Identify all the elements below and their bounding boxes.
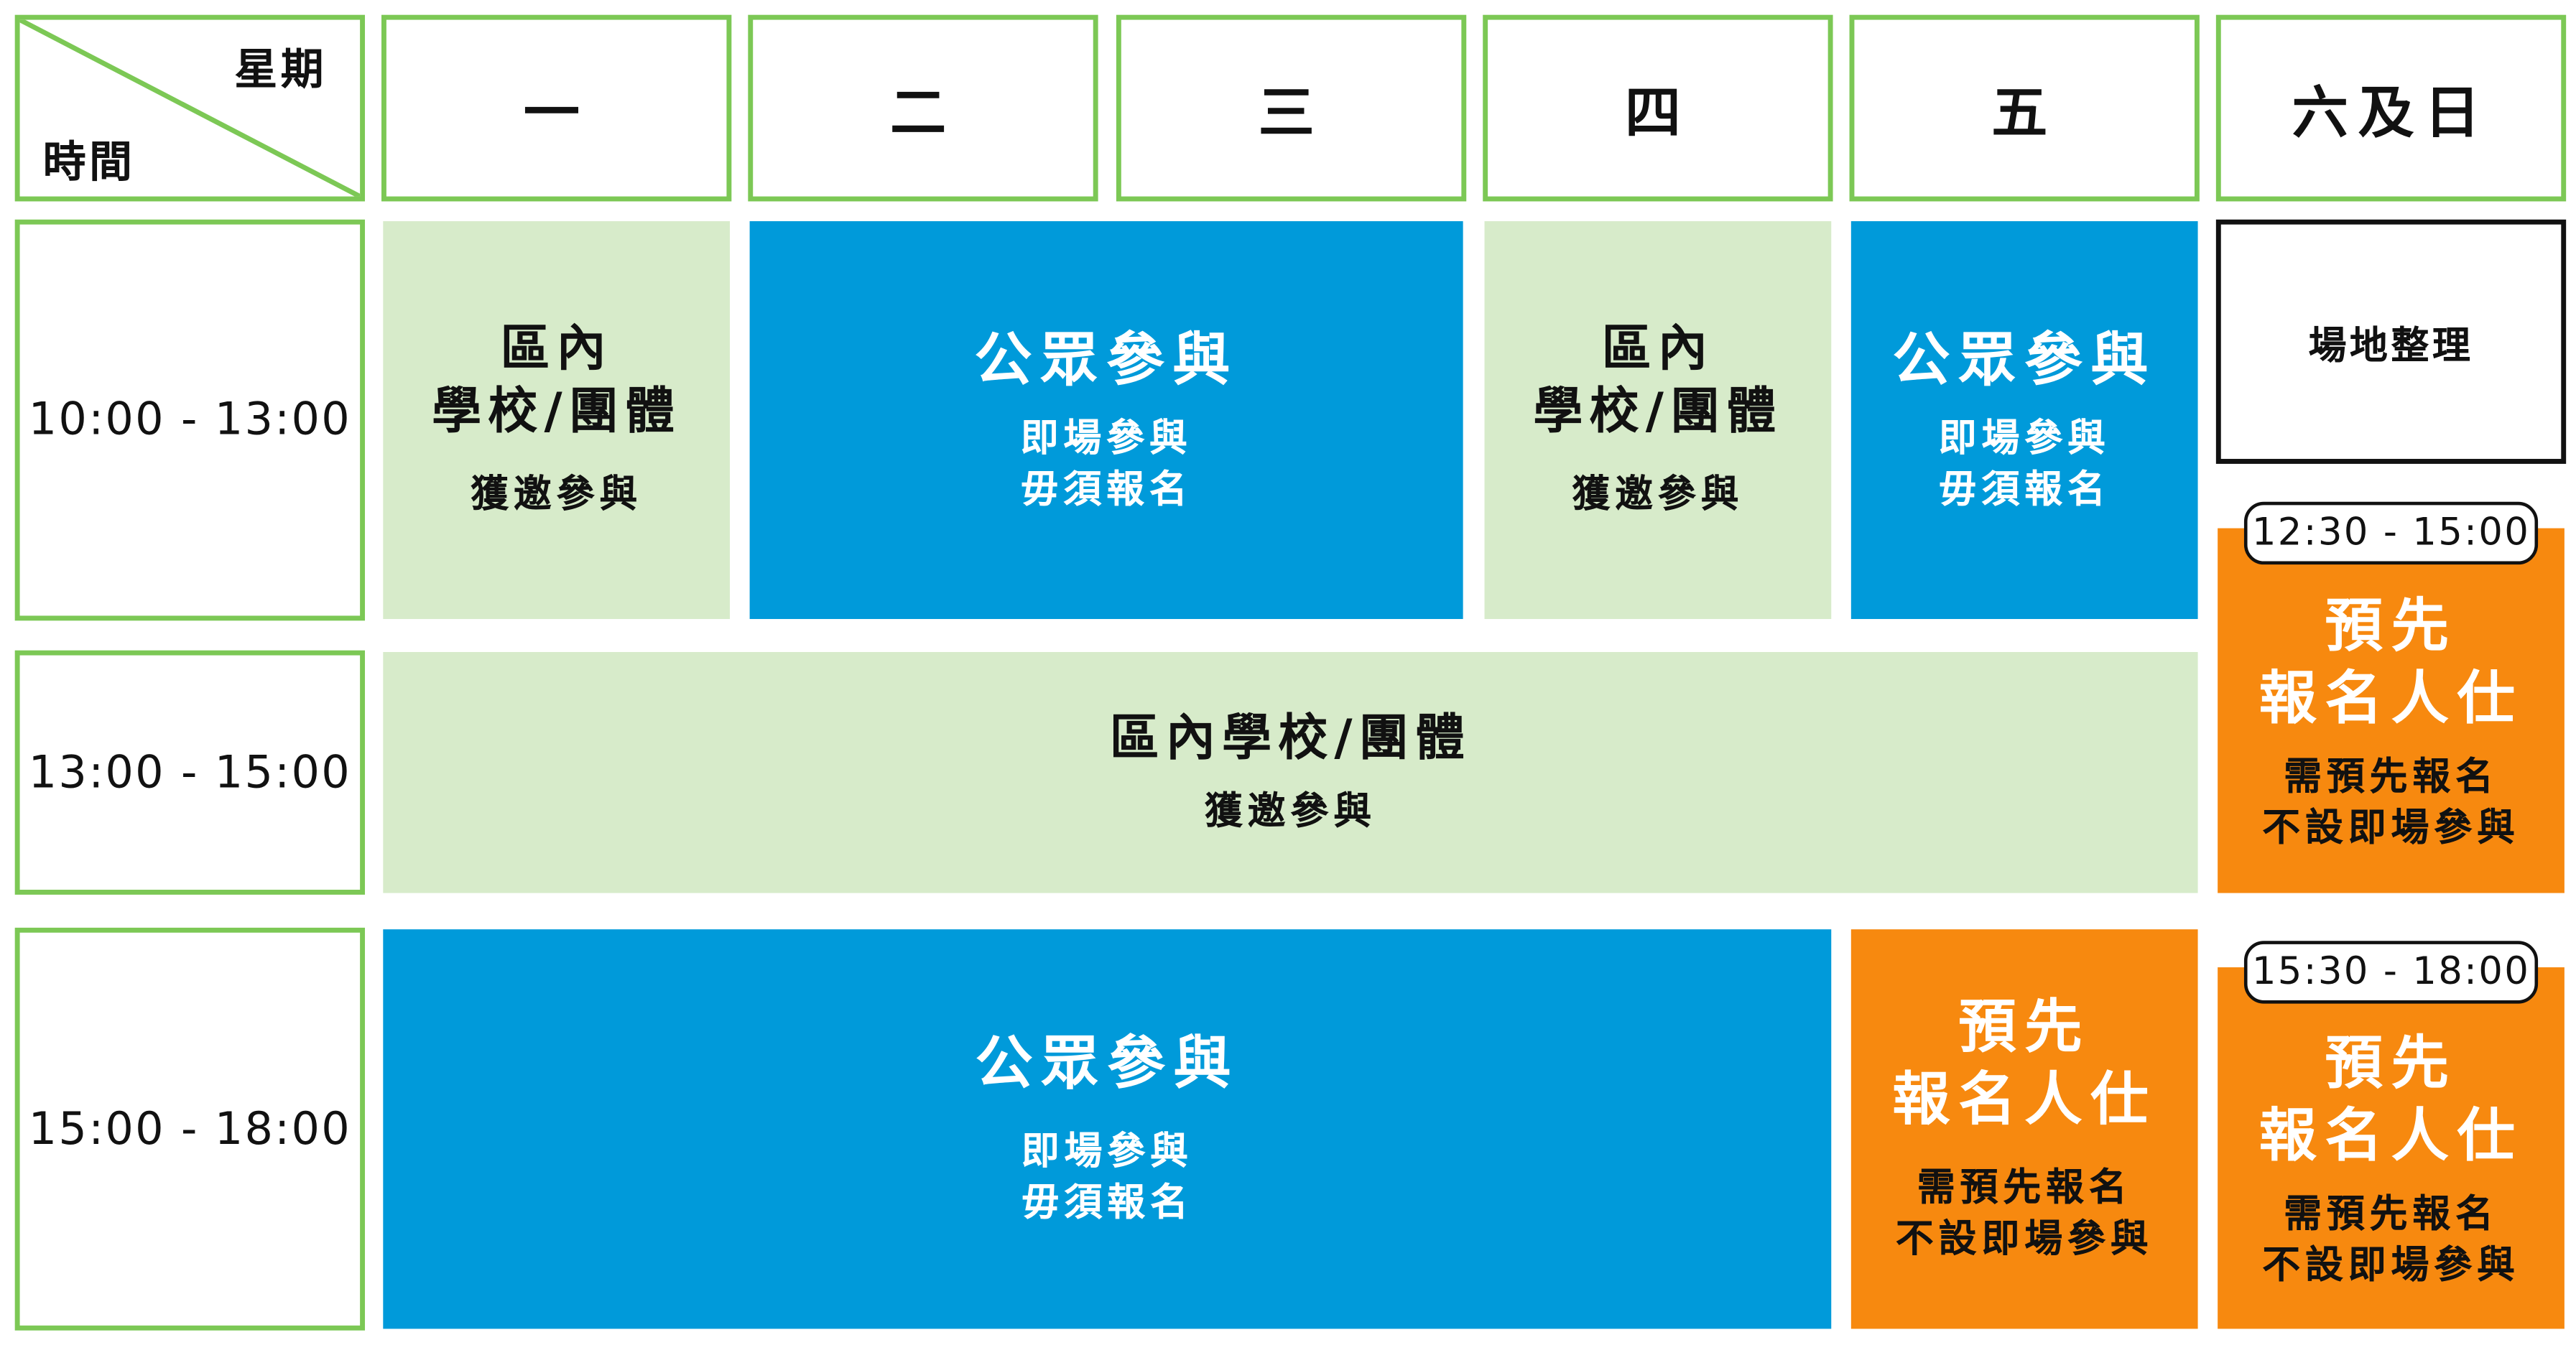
weekday-midday-school-block: 區內學校/團體 獲邀參與 [383,651,2198,893]
day-header-wed: 三 [1116,14,1467,202]
prereg-sub-line2: 不設即場參與 [2262,1244,2520,1287]
school-title-line1: 區內 [1601,320,1715,378]
time-axis-label: 時間 [42,139,136,189]
prereg-sub-line1: 需預先報名 [1917,1167,2132,1210]
prereg-sub-line2: 不設即場參與 [1895,1218,2154,1262]
school-title-line2: 學校/團體 [432,383,682,441]
public-sub-line1: 即場參與 [1938,416,2111,460]
school-title-line1: 區內 [500,320,613,378]
tue-wed-morning-public-block: 公眾參與 即場參與 毋須報名 [749,221,1463,620]
day-header-thu: 四 [1483,14,1833,202]
fri-morning-public-block: 公眾參與 即場參與 毋須報名 [1850,221,2198,620]
prereg-title-line2: 報名人仕 [2258,1103,2524,1170]
weekend-time-pill-1: 12:30 - 15:00 [2243,501,2539,565]
weekend-prereg-block-1: 預先 報名人仕 需預先報名 不設即場參與 [2218,528,2565,893]
time-slot-2: 13:00 - 15:00 [14,650,366,895]
weekend-venue-setup-block: 場地整理 [2215,219,2567,464]
school-title-line2: 學校/團體 [1533,383,1783,441]
weekend-time-pill-2: 15:30 - 18:00 [2243,941,2539,1004]
public-sub-line1: 即場參與 [1021,1130,1193,1174]
prereg-title-line1: 預先 [2325,1030,2457,1097]
public-title: 公眾參與 [974,327,1239,394]
public-sub-line2: 毋須報名 [1021,1181,1193,1225]
mon-thu-afternoon-public-block: 公眾參與 即場參與 毋須報名 [383,929,1832,1329]
day-header-mon: 一 [381,14,732,202]
school-wide-title: 區內學校/團體 [1109,709,1472,767]
prereg-title-line2: 報名人仕 [2258,666,2524,732]
corner-header-cell: 星期 時間 [14,14,366,202]
day-header-weekend: 六及日 [2215,14,2567,202]
time-slot-3: 15:00 - 18:00 [14,927,366,1331]
prereg-sub-line2: 不設即場參與 [2262,806,2520,850]
fri-afternoon-prereg-block: 預先 報名人仕 需預先報名 不設即場參與 [1850,929,2198,1329]
prereg-title-line2: 報名人仕 [1892,1068,2157,1135]
prereg-title-line1: 預先 [2325,593,2457,660]
prereg-title-line1: 預先 [1958,995,2091,1062]
prereg-sub-line1: 需預先報名 [2284,1192,2498,1236]
weekday-axis-label: 星期 [234,46,328,96]
school-subtitle: 獲邀參與 [1572,473,1744,517]
public-sub-line1: 即場參與 [1020,416,1192,460]
school-subtitle: 獲邀參與 [471,473,643,517]
day-header-fri: 五 [1849,14,2200,202]
public-sub-line2: 毋須報名 [1938,467,2111,511]
day-header-tue: 二 [748,14,1098,202]
public-title: 公眾參與 [1892,327,2157,394]
diagonal-divider [19,19,361,197]
thu-morning-school-block: 區內 學校/團體 獲邀參與 [1484,221,1832,620]
weekend-prereg-block-2: 預先 報名人仕 需預先報名 不設即場參與 [2218,967,2565,1329]
mon-morning-school-block: 區內 學校/團體 獲邀參與 [383,221,731,620]
time-slot-1: 10:00 - 13:00 [14,219,366,621]
prereg-sub-line1: 需預先報名 [2284,755,2498,799]
public-sub-line2: 毋須報名 [1020,467,1192,511]
school-wide-subtitle: 獲邀參與 [1204,789,1376,833]
public-title: 公眾參與 [975,1031,1240,1098]
